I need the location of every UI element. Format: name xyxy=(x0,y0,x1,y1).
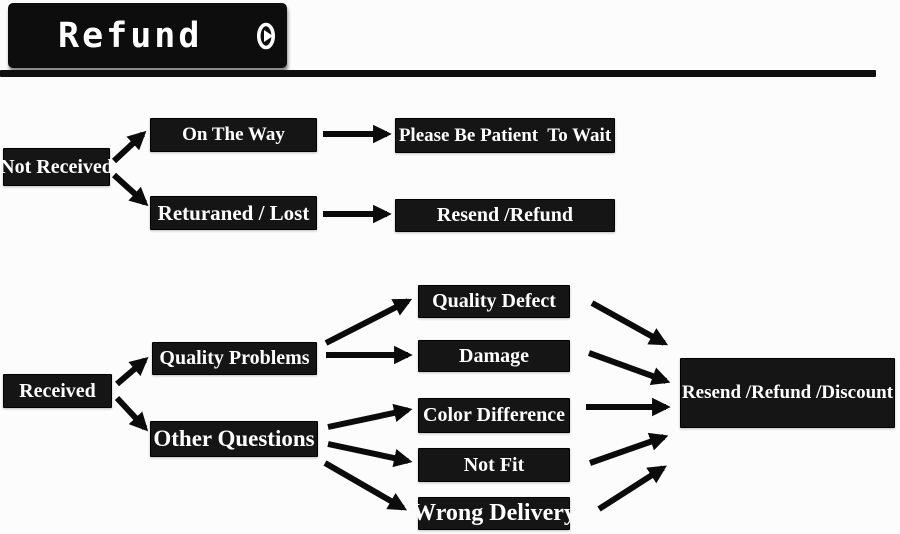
play-icon xyxy=(257,22,275,49)
node-on-the-way: On The Way xyxy=(150,118,317,152)
arrow-not-received-to-on-the-way xyxy=(111,130,147,164)
arrow-damage-to-resend-refund-discount xyxy=(587,350,671,385)
node-other-questions: Other Questions xyxy=(150,421,318,457)
arrow-not-fit-to-resend-refund-discount xyxy=(589,432,669,466)
node-quality-problems: Quality Problems xyxy=(152,342,317,375)
node-not-fit: Not Fit xyxy=(418,448,570,482)
arrow-not-received-to-returaned-lost xyxy=(111,172,149,207)
node-not-received: Not Received xyxy=(0,148,113,186)
arrow-received-to-quality-problems xyxy=(115,356,149,387)
node-received: Received xyxy=(3,374,112,408)
node-resend-refund-discount: Resend /Refund /Discount xyxy=(680,358,895,428)
page-title: Refund xyxy=(58,15,203,56)
arrow-received-to-other-questions xyxy=(114,395,149,432)
arrow-other-questions-to-not-fit xyxy=(327,441,413,468)
arrow-other-questions-to-color-difference xyxy=(327,403,413,430)
node-returaned-lost: Returaned / Lost xyxy=(150,196,317,230)
arrow-quality-defect-to-resend-refund-discount xyxy=(590,300,669,346)
arrow-other-questions-to-wrong-delivery xyxy=(323,460,408,511)
header-divider-line xyxy=(0,70,876,77)
arrow-quality-problems-to-quality-defect xyxy=(324,298,413,346)
node-color-difference: Color Difference xyxy=(418,398,570,433)
node-resend-refund: Resend /Refund xyxy=(395,199,615,232)
node-please-be-patient: Please Be Patient To Wait xyxy=(395,118,615,153)
node-quality-defect: Quality Defect xyxy=(418,285,570,318)
node-wrong-delivery: Wrong Delivery xyxy=(412,497,576,530)
arrow-wrong-delivery-to-resend-refund-discount xyxy=(597,465,667,512)
node-damage: Damage xyxy=(418,340,570,372)
header-banner: Refund xyxy=(8,3,287,68)
